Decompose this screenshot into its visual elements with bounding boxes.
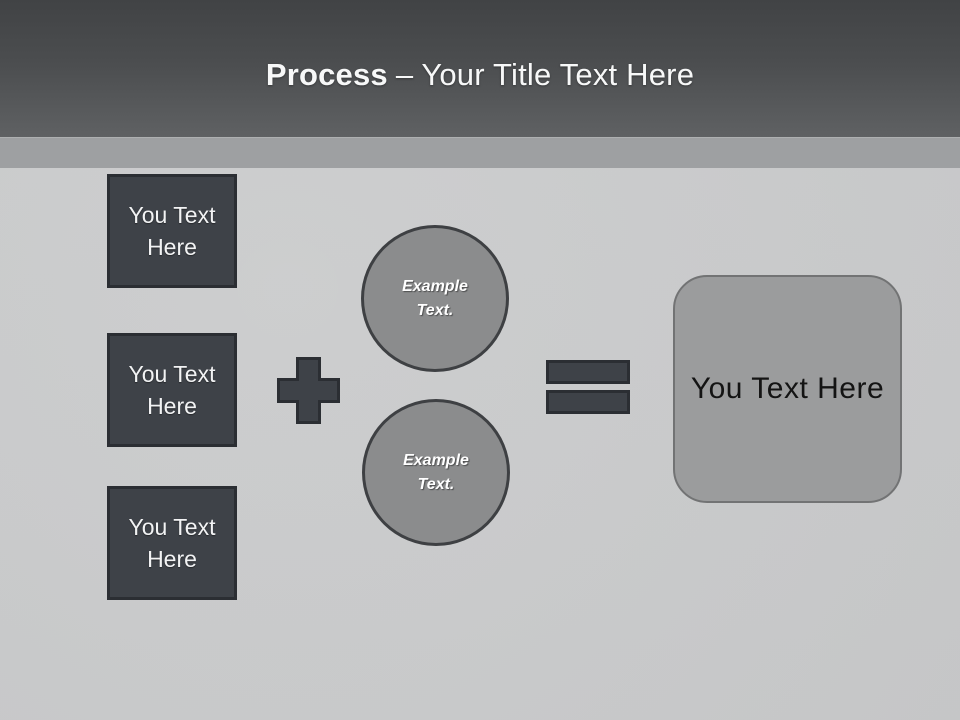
- plus-icon: [277, 357, 340, 424]
- result-box-label: You Text Here: [690, 372, 885, 405]
- example-circle-1-label: Example Text.: [402, 277, 468, 319]
- page-title-rest: Your Title Text Here: [421, 56, 695, 92]
- example-circle-2: Example Text.: [362, 399, 510, 546]
- example-circle-1: Example Text.: [361, 225, 509, 372]
- input-box-2: You Text Here: [107, 333, 237, 447]
- result-box: You Text Here: [673, 275, 902, 503]
- slide-header: Process–Your Title Text Here: [0, 0, 960, 137]
- equals-icon: [546, 360, 631, 415]
- header-divider-strip: [0, 137, 960, 168]
- example-circle-2-label: Example Text.: [403, 451, 469, 493]
- input-box-3-label: You Text Here: [128, 514, 216, 572]
- page-title: Process–Your Title Text Here: [266, 45, 694, 93]
- input-box-1-label: You Text Here: [128, 202, 216, 260]
- input-box-3: You Text Here: [107, 486, 237, 600]
- input-box-2-label: You Text Here: [128, 361, 216, 419]
- page-title-separator: –: [395, 56, 414, 92]
- page-title-emphasis: Process: [265, 56, 388, 92]
- input-box-1: You Text Here: [107, 174, 237, 288]
